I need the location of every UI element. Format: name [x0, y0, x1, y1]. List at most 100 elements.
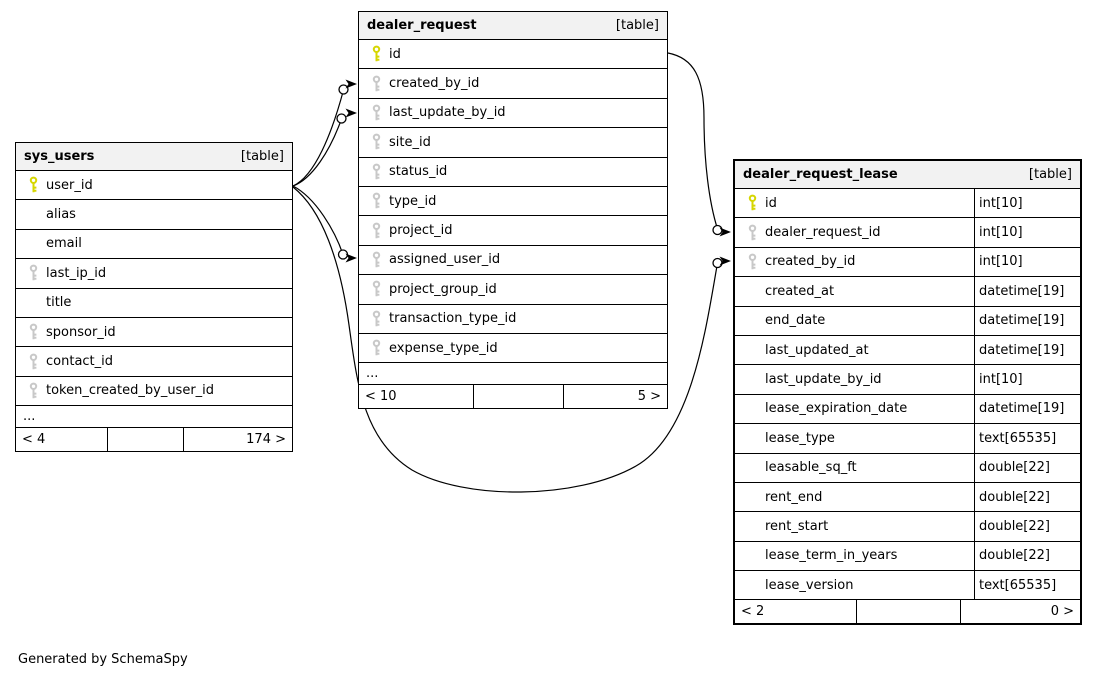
column-name: sponsor_id — [46, 324, 116, 340]
column-row[interactable]: site_id — [359, 128, 667, 158]
primary-key-icon — [16, 176, 44, 194]
column-row[interactable]: project_id — [359, 216, 667, 246]
column-row[interactable]: project_group_id — [359, 275, 667, 305]
column-name-cell: created_at — [735, 277, 975, 306]
foreign-key-icon — [735, 224, 763, 242]
column-name-cell: lease_version — [735, 571, 975, 600]
column-row[interactable]: lease_version text[65535] — [735, 571, 1080, 601]
column-name: created_by_id — [765, 254, 856, 270]
foreign-key-icon — [735, 253, 763, 271]
column-name: end_date — [765, 313, 826, 329]
table-header[interactable]: dealer_request_lease [table] — [735, 161, 1080, 189]
column-name: lease_version — [765, 577, 854, 593]
column-row[interactable]: expense_type_id — [359, 334, 667, 364]
column-name-cell: last_update_by_id — [735, 365, 975, 394]
footer-middle-cell — [474, 385, 564, 409]
ellipsis-row: ... — [16, 406, 292, 429]
column-name-cell: created_by_id — [735, 247, 975, 277]
relationship-line-users-lease-createdby — [292, 186, 719, 493]
column-row[interactable]: user_id — [16, 171, 292, 201]
column-name: token_created_by_user_id — [46, 383, 215, 399]
table-title[interactable]: dealer_request — [367, 18, 477, 33]
column-row[interactable]: email — [16, 230, 292, 260]
column-row[interactable]: contact_id — [16, 347, 292, 377]
column-name-cell: end_date — [735, 306, 975, 335]
column-row[interactable]: assigned_user_id — [359, 246, 667, 276]
column-name: id — [765, 195, 777, 211]
relationship-line-request-lease-requestid — [667, 52, 719, 230]
column-type: text[65535] — [979, 577, 1057, 593]
column-name: email — [46, 236, 82, 252]
foreign-key-icon — [16, 264, 44, 282]
column-name: assigned_user_id — [389, 252, 501, 268]
ellipsis-row: ... — [359, 363, 667, 386]
column-row[interactable]: created_by_id int[10] — [735, 247, 1080, 278]
column-name: created_at — [765, 283, 835, 299]
column-name: contact_id — [46, 354, 114, 370]
column-name: dealer_request_id — [765, 225, 881, 241]
column-type: datetime[19] — [979, 342, 1065, 358]
table-type-badge: [table] — [1028, 167, 1072, 182]
column-name: rent_start — [765, 518, 829, 534]
table-type-badge: [table] — [240, 149, 284, 164]
column-type: int[10] — [979, 254, 1023, 270]
column-row[interactable]: last_update_by_id — [359, 99, 667, 129]
column-name: last_ip_id — [46, 265, 107, 281]
table-title[interactable]: dealer_request_lease — [743, 167, 898, 182]
column-row[interactable]: title — [16, 289, 292, 318]
footer-parents-count: < 2 — [735, 600, 857, 624]
column-name-cell: lease_expiration_date — [735, 394, 975, 424]
column-name-cell: leasable_sq_ft — [735, 453, 975, 482]
column-row[interactable]: created_by_id — [359, 69, 667, 99]
foreign-key-icon — [359, 133, 387, 151]
column-name-cell: rent_start — [735, 512, 975, 541]
foreign-key-icon — [16, 323, 44, 341]
column-row[interactable]: lease_term_in_years double[22] — [735, 541, 1080, 572]
column-name: lease_term_in_years — [765, 548, 898, 564]
primary-key-icon — [735, 194, 763, 212]
column-name: type_id — [389, 193, 437, 209]
column-row[interactable]: sponsor_id — [16, 318, 292, 348]
column-row[interactable]: token_created_by_user_id — [16, 377, 292, 407]
footer-children-count: 5 > — [637, 389, 661, 405]
foreign-key-icon — [359, 251, 387, 269]
table-title[interactable]: sys_users — [24, 149, 95, 164]
column-row[interactable]: alias — [16, 200, 292, 230]
column-row[interactable]: last_ip_id — [16, 259, 292, 289]
footer-parents-count: < 10 — [359, 385, 474, 409]
column-row[interactable]: rent_end double[22] — [735, 482, 1080, 513]
column-name: lease_expiration_date — [765, 401, 908, 417]
column-name: status_id — [389, 164, 448, 180]
column-row[interactable]: transaction_type_id — [359, 305, 667, 334]
column-name-cell: id — [735, 189, 975, 218]
table-header[interactable]: sys_users [table] — [16, 143, 292, 171]
zero-circle — [337, 249, 349, 260]
zero-circle — [336, 113, 347, 124]
foreign-key-icon — [359, 163, 387, 181]
arrowhead-icon — [719, 256, 731, 266]
column-row[interactable]: id — [359, 40, 667, 70]
column-row[interactable]: status_id — [359, 158, 667, 187]
foreign-key-icon — [359, 192, 387, 210]
column-row[interactable]: type_id — [359, 187, 667, 217]
foreign-key-icon — [359, 104, 387, 122]
relationship-line-users-createdby — [292, 89, 345, 187]
column-name: rent_end — [765, 489, 823, 505]
arrowhead-icon — [719, 227, 731, 237]
arrowhead-icon — [345, 79, 357, 89]
foreign-key-icon — [16, 382, 44, 400]
column-type: double[22] — [979, 489, 1050, 505]
column-name: transaction_type_id — [389, 311, 517, 327]
table-header[interactable]: dealer_request [table] — [359, 12, 667, 40]
column-type: double[22] — [979, 548, 1050, 564]
